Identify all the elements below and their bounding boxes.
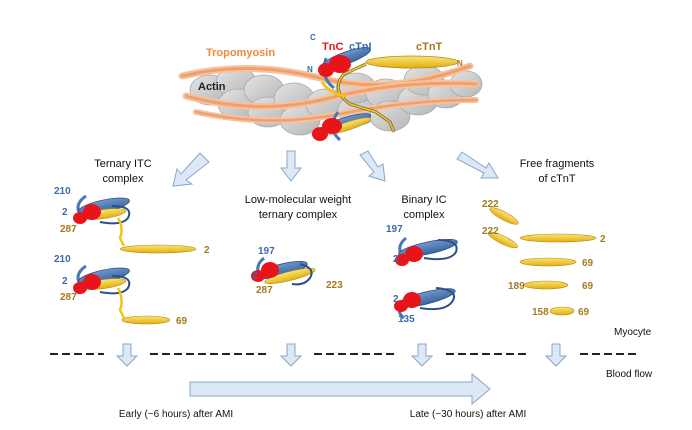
itc2-tnt-end-residue: 69 xyxy=(176,316,188,327)
ctnt-fragment-3 xyxy=(519,257,577,267)
blood-release-arrows xyxy=(115,343,568,367)
free-ctnt-fragments xyxy=(488,207,597,316)
arrow-to-free-fragments xyxy=(456,151,499,179)
label-tropomyosin: Tropomyosin xyxy=(206,47,275,59)
frag2-start-residue: 222 xyxy=(482,226,499,237)
lmw-tnt-start-residue: 287 xyxy=(256,285,273,296)
label-ctnt-n-terminus: N xyxy=(457,59,463,68)
heading-free-fragments-line1: Free fragments xyxy=(520,158,595,170)
label-late-timepoint: Late (~30 hours) after AMI xyxy=(410,409,526,420)
heading-low-mw-line1: Low-molecular weight xyxy=(245,194,351,206)
troponin-complex-lower xyxy=(312,111,372,142)
lmw-tni-top-residue: 197 xyxy=(258,246,275,257)
frag3-end-residue: 69 xyxy=(582,258,594,269)
timeline-arrow xyxy=(189,372,491,406)
ctnt-fragment-2-tail xyxy=(519,233,597,243)
heading-free-fragments-line2: of cTnT xyxy=(538,173,576,185)
label-early-timepoint: Early (~6 hours) after AMI xyxy=(119,409,233,420)
release-arrows xyxy=(172,150,499,187)
ctnt-fragment-4 xyxy=(523,280,569,290)
low-mw-ternary-complex xyxy=(251,256,316,286)
itc2-tnt-start-residue: 287 xyxy=(60,292,77,303)
blood-arrow-1 xyxy=(115,343,139,367)
label-ctni: cTnI xyxy=(349,41,372,53)
itc1-tni-bottom-residue: 2 xyxy=(62,207,68,218)
lmw-tni-bottom-residue: 2 xyxy=(252,270,258,281)
ctnt-fragment-1 xyxy=(489,207,519,225)
label-actin: Actin xyxy=(198,81,226,93)
itc1-tnt-start-residue: 287 xyxy=(60,224,77,235)
thin-filament: Tropomyosin TnC cTnI cTnT Actin C N N xyxy=(178,33,483,142)
heading-ternary-itc-line1: Ternary ITC xyxy=(94,158,152,170)
label-blood-flow: Blood flow xyxy=(606,369,653,380)
itc2-tni-bottom-residue: 2 xyxy=(62,276,68,287)
ic1-tni-top-residue: 197 xyxy=(386,224,403,235)
troponin-complex-upper xyxy=(318,47,371,98)
frag4-start-residue: 189 xyxy=(508,281,525,292)
frag5-start-residue: 158 xyxy=(532,307,549,318)
heading-binary-ic-line2: complex xyxy=(404,209,445,221)
label-myocyte: Myocyte xyxy=(614,327,652,338)
label-c-terminus: C xyxy=(310,33,316,42)
ctnt-fragment-2-head xyxy=(488,231,518,249)
frag5-end-residue: 69 xyxy=(578,307,590,318)
ic1-tni-bottom-residue: 2 xyxy=(393,254,399,265)
itc1-tnt-end-residue: 2 xyxy=(204,245,210,256)
itc1-tni-top-residue: 210 xyxy=(54,186,71,197)
frag2-end-residue: 2 xyxy=(600,234,606,245)
frag4-end-residue: 69 xyxy=(582,281,594,292)
arrow-to-low-mw xyxy=(279,150,303,182)
ctnt-fragment-5 xyxy=(549,306,575,316)
ic2-tni-bottom-residue: 2 xyxy=(393,294,399,305)
ic2-tni-end-residue: 135 xyxy=(398,314,415,325)
heading-low-mw-line2: ternary complex xyxy=(259,209,338,221)
arrow-to-binary-ic xyxy=(359,150,386,182)
heading-ternary-itc-line2: complex xyxy=(103,173,144,185)
label-ctnt: cTnT xyxy=(416,41,443,53)
ternary-itc-complex-2 xyxy=(73,264,171,325)
frag1-start-residue: 222 xyxy=(482,199,499,210)
tropomyosin-strands xyxy=(178,62,480,124)
ternary-itc-complex-1 xyxy=(73,194,197,254)
arrow-to-ternary-itc xyxy=(172,152,210,187)
heading-binary-ic-line1: Binary IC xyxy=(401,194,446,206)
itc2-tni-top-residue: 210 xyxy=(54,254,71,265)
label-tnc: TnC xyxy=(322,41,343,53)
blood-arrow-2 xyxy=(279,343,303,367)
binary-ic-complex-1 xyxy=(395,236,458,266)
label-n-terminus: N xyxy=(307,65,313,74)
category-headings: Ternary ITC complex Low-molecular weight… xyxy=(94,158,595,221)
binary-ic-complex-2 xyxy=(394,287,456,320)
blood-arrow-3 xyxy=(410,343,434,367)
blood-arrow-4 xyxy=(544,343,568,367)
lmw-tnt-end-residue: 223 xyxy=(326,280,343,291)
